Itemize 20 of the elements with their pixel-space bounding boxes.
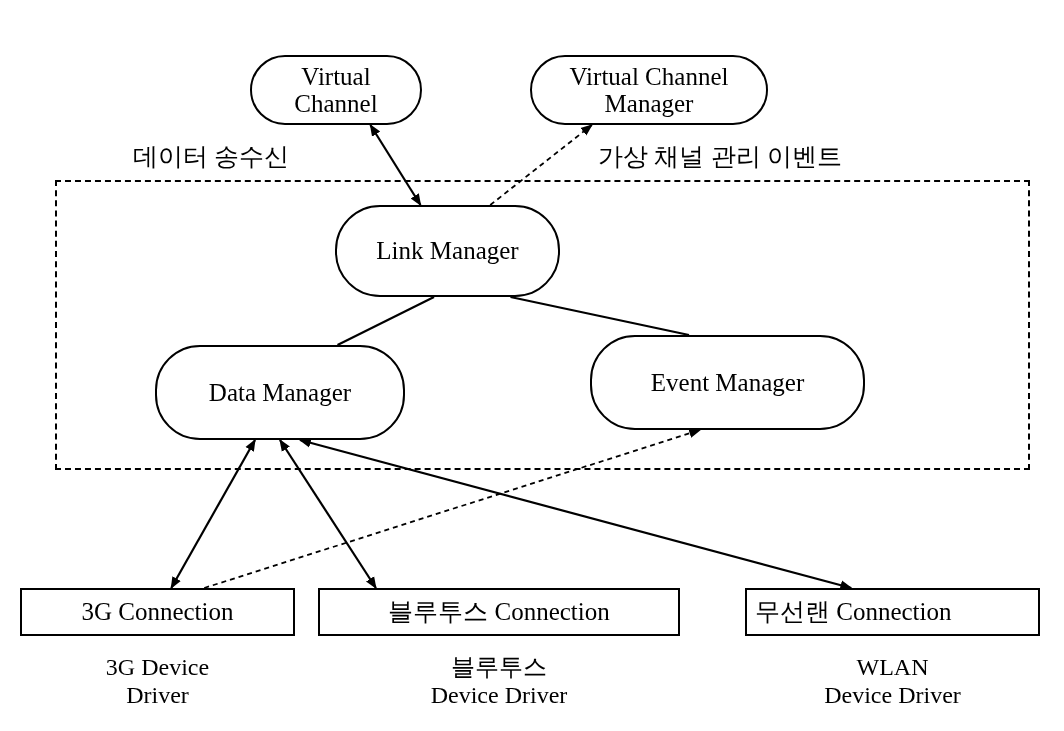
driver-caption: 블루투스 Device Driver bbox=[429, 654, 569, 710]
connector-line bbox=[510, 295, 690, 337]
arrow bbox=[170, 438, 256, 590]
channel-box: Virtual Channel bbox=[250, 55, 422, 125]
connector-line bbox=[337, 296, 435, 346]
driver-caption: WLAN Device Driver bbox=[823, 654, 962, 710]
arrow bbox=[369, 124, 422, 206]
manager-box: Link Manager bbox=[335, 205, 560, 297]
driver-caption: 3G Device Driver bbox=[104, 654, 211, 710]
manager-box: Virtual Channel Manager bbox=[530, 55, 768, 125]
manager-box: Data Manager bbox=[155, 345, 405, 440]
connection-box: 무선랜 Connection bbox=[745, 588, 1040, 636]
dashed-frame bbox=[55, 180, 1030, 470]
manager-box: Event Manager bbox=[590, 335, 865, 430]
connection-box: 블루투스 Connection bbox=[318, 588, 680, 636]
arrow bbox=[298, 438, 853, 590]
connection-box: 3G Connection bbox=[20, 588, 295, 636]
arrow bbox=[203, 428, 702, 589]
arrow bbox=[279, 439, 377, 589]
arrow bbox=[489, 124, 593, 206]
